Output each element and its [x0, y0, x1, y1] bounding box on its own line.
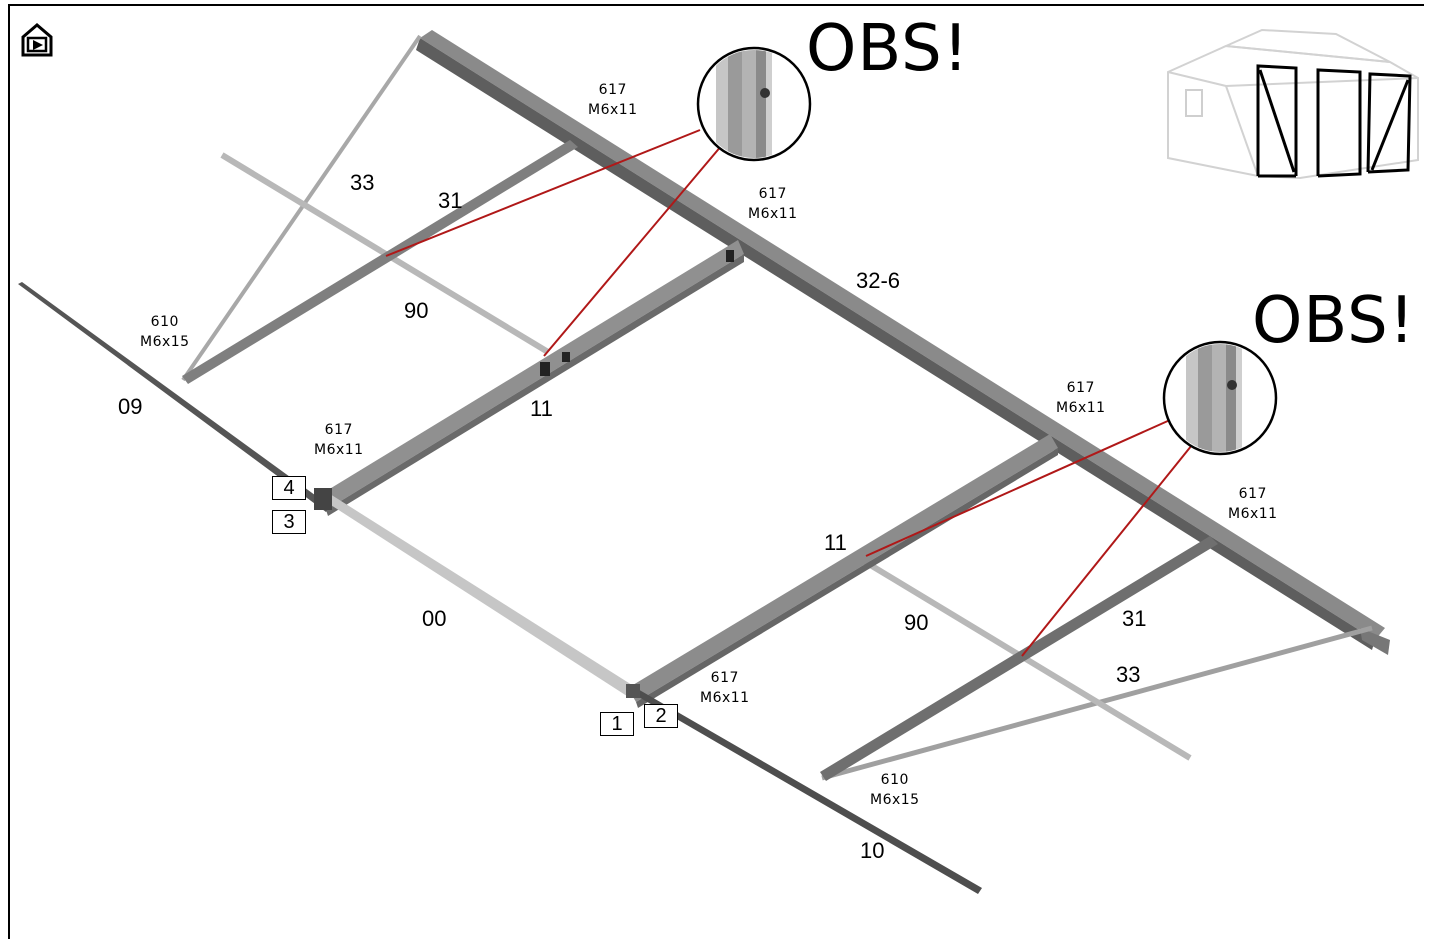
part-label-31-left: 31 — [438, 188, 463, 213]
obs-note-right: OBS! — [1252, 284, 1416, 358]
greenhouse-home-icon[interactable] — [20, 22, 54, 58]
part-label-11-left: 11 — [530, 396, 553, 421]
beam-32-6 — [416, 30, 1390, 655]
bracket-left — [314, 488, 332, 510]
obs-note-top: OBS! — [806, 12, 970, 86]
step-box-4: 4 — [272, 476, 306, 500]
bar-31-left — [182, 140, 578, 384]
bracket-right — [626, 684, 640, 698]
step-box-1: 1 — [600, 712, 634, 736]
part-label-11-right: 11 — [824, 530, 847, 555]
bar-31-right — [820, 536, 1218, 781]
greenhouse-thumbnail — [1167, 28, 1419, 180]
part-label-09: 09 — [118, 394, 143, 419]
bar-00 — [320, 494, 640, 698]
bar-11-left — [318, 240, 744, 510]
bar-11-right — [628, 434, 1058, 702]
leader-lines — [385, 129, 1197, 657]
strut-33-left — [181, 34, 422, 382]
part-label-31-right: 31 — [1122, 606, 1147, 631]
step-box-3: 3 — [272, 510, 306, 534]
bar-10 — [630, 688, 982, 894]
part-label-00: 00 — [422, 606, 447, 631]
part-label-10: 10 — [860, 838, 885, 863]
part-label-33-right: 33 — [1116, 662, 1141, 687]
part-label-33-left: 33 — [350, 170, 375, 195]
part-label-90-right: 90 — [904, 610, 929, 635]
step-box-2: 2 — [644, 704, 678, 728]
part-label-90-left: 90 — [404, 298, 429, 323]
part-label-32-6: 32-6 — [856, 268, 901, 293]
page-frame — [8, 4, 1424, 939]
detail-zoom-top — [696, 46, 812, 162]
detail-zoom-right — [1162, 340, 1278, 456]
bar-09 — [18, 282, 330, 512]
